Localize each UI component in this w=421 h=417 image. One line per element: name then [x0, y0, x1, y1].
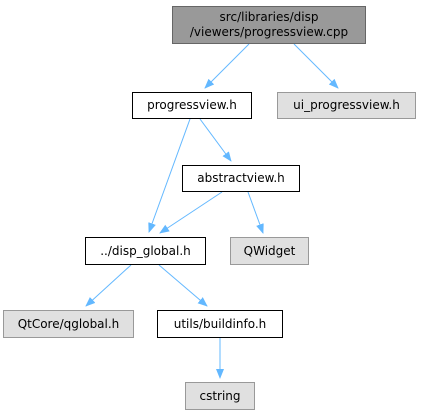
node-progressview-cpp[interactable]: src/libraries/disp /viewers/progressview… — [172, 6, 366, 44]
edge-disp-global-h-to-utils-buildinfo-h — [158, 264, 208, 307]
edge-abstractview-h-to-disp-global-h — [159, 191, 223, 234]
node-label: utils/buildinfo.h — [173, 316, 267, 331]
edge-progressview-h-to-abstractview-h — [199, 118, 232, 162]
edge-root-to-ui-progressview-h — [293, 43, 339, 89]
node-label: progressview.h — [147, 98, 237, 112]
node-abstractview-h[interactable]: abstractview.h — [182, 165, 300, 192]
node-cstring[interactable]: cstring — [185, 382, 255, 410]
edge-abstractview-h-to-qwidget — [247, 191, 264, 234]
node-disp-global-h[interactable]: ../disp_global.h — [85, 237, 206, 265]
node-label: abstractview.h — [197, 171, 285, 185]
node-label: QWidget — [243, 243, 296, 258]
edge-progressview-h-to-disp-global-h — [148, 118, 191, 233]
node-label: cstring — [199, 388, 241, 403]
node-label: ../disp_global.h — [100, 243, 191, 258]
node-utils-buildinfo-h[interactable]: utils/buildinfo.h — [157, 310, 283, 338]
node-qtcore-qglobal-h[interactable]: QtCore/qglobal.h — [3, 310, 134, 338]
node-ui-progressview-h[interactable]: ui_progressview.h — [277, 92, 416, 119]
node-label: QtCore/qglobal.h — [17, 316, 120, 331]
node-progressview-h[interactable]: progressview.h — [132, 92, 252, 119]
node-label: ui_progressview.h — [293, 98, 400, 112]
node-label-line2: /viewers/progressview.cpp — [189, 25, 349, 39]
node-label-line1: src/libraries/disp — [219, 10, 319, 24]
node-qwidget[interactable]: QWidget — [230, 237, 309, 265]
edge-disp-global-h-to-qtcore-qglobal-h — [85, 264, 132, 307]
edge-root-to-progressview-h — [204, 43, 250, 89]
